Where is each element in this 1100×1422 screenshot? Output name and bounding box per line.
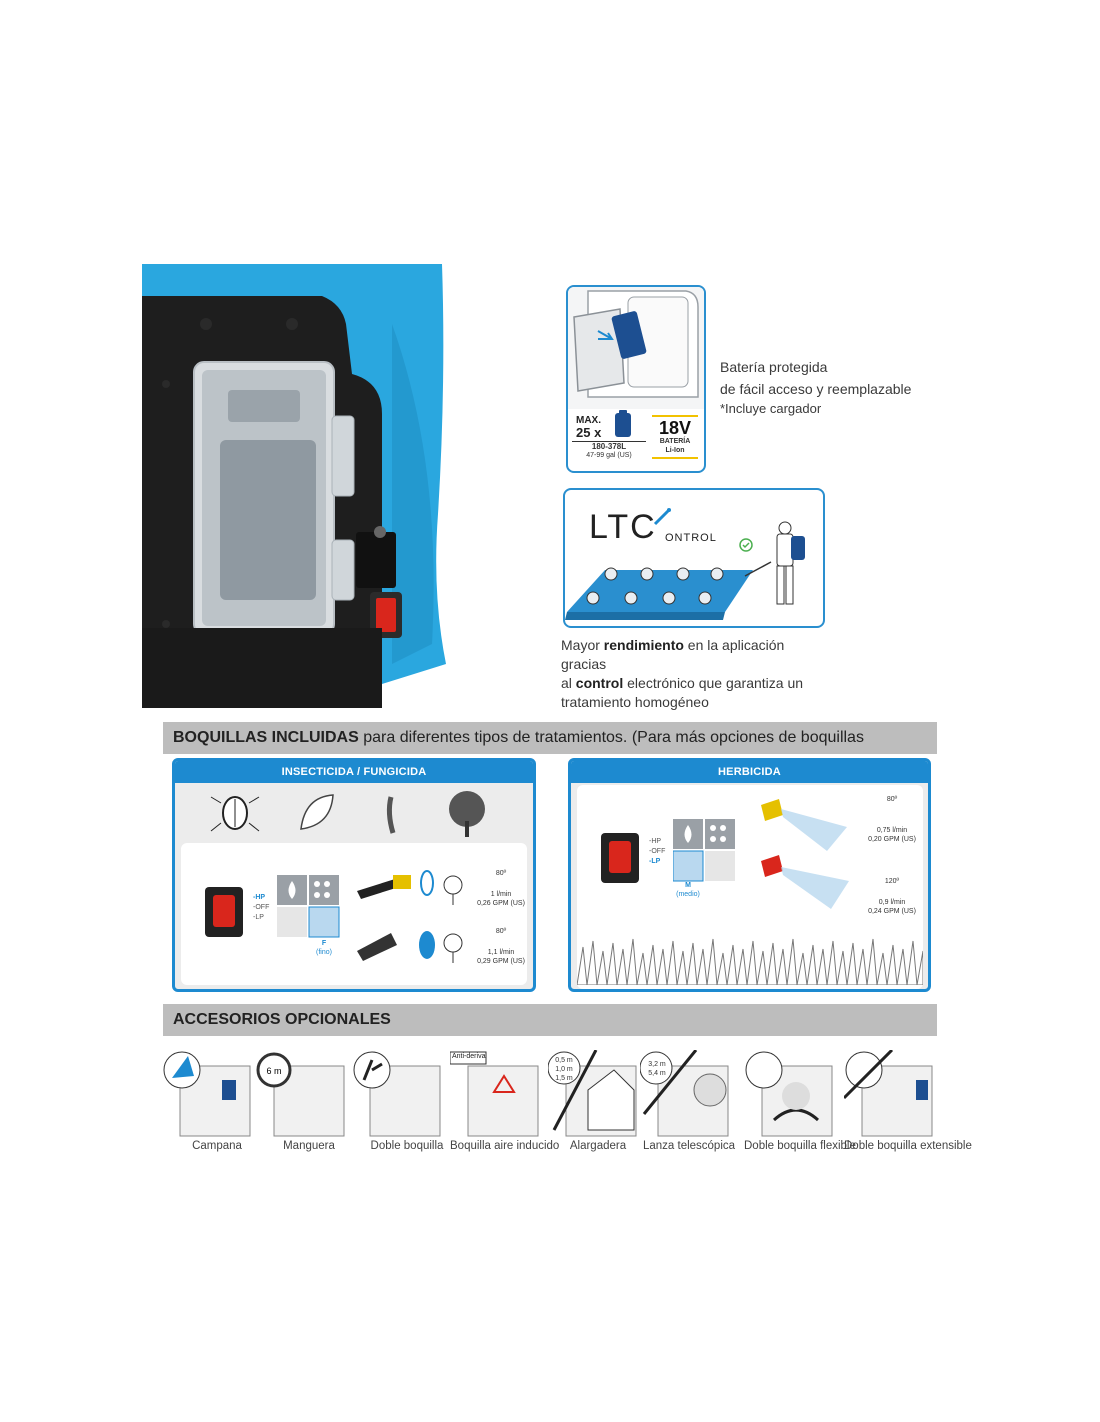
- herb-spec-2: 120º 0,9 l/min 0,24 GPM (US): [861, 877, 923, 916]
- battery-line-1: Batería protegida: [720, 359, 828, 375]
- accessory-doble-boquilla-flexible: [744, 1050, 842, 1140]
- accessory-doble-boquilla: [352, 1050, 450, 1140]
- herbicide-panel: HERBICIDA -HP -OFF -LP M (medio) 80º 0,7…: [568, 758, 931, 992]
- accessory-doble-boquilla-extensible: [842, 1048, 942, 1140]
- power-switch: [601, 833, 639, 883]
- battery-voltage: 18V: [658, 418, 692, 438]
- larva-icon: [386, 796, 396, 834]
- nozzle-illustrations: [357, 870, 463, 963]
- herb-spec-1: 80º 0,75 l/min 0,20 GPM (US): [861, 795, 923, 844]
- telescopic-length-0: 3,2 m: [648, 1061, 666, 1068]
- accessory-lanza-telescopica: 3,2 m 5,4 m: [639, 1049, 738, 1140]
- ltc-logo-sub: ONTROL: [665, 532, 717, 544]
- accessory-label-0: Campana: [192, 1140, 242, 1152]
- battery-note: *Incluye cargador: [720, 401, 822, 416]
- accessories-section-header: ACCESORIOS OPCIONALES: [163, 1004, 937, 1036]
- beetle-icon: [210, 796, 260, 832]
- switch-hp-label: HP: [255, 894, 266, 901]
- battery-multiplier: 25 x: [576, 425, 602, 440]
- ltc-control-card: LTC ONTROL: [563, 488, 825, 628]
- leaf-icon: [300, 794, 334, 830]
- herb-spec-2-angle: 120º: [884, 878, 900, 885]
- gauge-needle-icon: [653, 508, 671, 526]
- accessory-label-2: Doble boquilla: [370, 1140, 444, 1152]
- check-icon: [739, 538, 753, 552]
- battery-capacity-gallons: 47-99 gal (US): [586, 452, 632, 459]
- battery-type-1: BATERÍA: [659, 438, 691, 445]
- accessory-campana: [162, 1050, 260, 1140]
- size-name: (fino): [316, 949, 332, 956]
- droplet-size-grid: [673, 819, 735, 882]
- tree-icon: [449, 791, 485, 837]
- spec-1: 80º 1 l/min 0,26 GPM (US): [471, 869, 531, 908]
- backpack-sprayer-icon: [615, 410, 631, 437]
- accessory-label-6: Doble boquilla flexible: [744, 1140, 856, 1152]
- battery-capacity-liters: 180-378L: [591, 442, 627, 451]
- herb-spec-1-angle: 80º: [886, 796, 898, 803]
- ltc-text-1: Mayor: [561, 637, 604, 653]
- pest-icons-row: [210, 791, 485, 837]
- fan-nozzle-illustrations: [761, 799, 849, 909]
- insecticide-header: INSECTICIDA / FUNGICIDA: [175, 761, 533, 783]
- droplet-size-grid: [277, 875, 340, 938]
- accessory-label-1: Manguera: [283, 1140, 335, 1152]
- accessory-alargadera: 0,5 m 1,0 m 1,5 m: [547, 1049, 646, 1140]
- spec-1-angle: 80º: [495, 870, 507, 877]
- accessories-title: ACCESORIOS OPCIONALES: [173, 1011, 391, 1028]
- accessory-label-7: Doble boquilla extensible: [844, 1140, 972, 1152]
- spec-2-flow-gpm: 0,29 GPM (US): [477, 958, 525, 965]
- size-code: M: [685, 882, 691, 889]
- nozzles-title-bold: BOQUILLAS INCLUIDAS: [173, 729, 359, 746]
- anti-drift-label: Anti-deriva: [452, 1053, 486, 1060]
- spec-2-flow-lmin: 1,1 l/min: [487, 949, 515, 956]
- battery-type-2: Li-Ion: [665, 447, 685, 454]
- telescopic-length-1: 5,4 m: [648, 1070, 666, 1077]
- accessory-manguera: 6 m: [256, 1050, 354, 1140]
- accessory-label-4: Alargadera: [569, 1140, 627, 1152]
- ltc-description: Mayor rendimiento en la aplicación graci…: [561, 636, 831, 712]
- spec-2-angle: 80º: [495, 928, 507, 935]
- accessory-label-3: Boquilla aire inducido: [450, 1140, 560, 1152]
- insecticide-panel: INSECTICIDA / FUNGICIDA -HP -OFF -LP F (…: [172, 758, 536, 992]
- extension-length-0: 0,5 m: [555, 1057, 573, 1064]
- spec-1-flow-lmin: 1 l/min: [490, 891, 512, 898]
- extension-length-1: 1,0 m: [555, 1066, 573, 1073]
- accessory-label-5: Lanza telescópica: [642, 1140, 736, 1152]
- hose-length: 6 m: [266, 1066, 281, 1076]
- accessory-boquilla-aire-inducido: Anti-deriva: [449, 1050, 548, 1140]
- battery-description: Batería protegida de fácil acceso y reem…: [720, 356, 940, 418]
- crop-row-illustration: [565, 561, 772, 620]
- herb-spec-2-flow-gpm: 0,24 GPM (US): [868, 908, 916, 915]
- battery-card: MAX. 25 x 180-378L 47-99 gal (US) 18V BA…: [566, 285, 706, 473]
- ltc-text-5: tratamiento homogéneo: [561, 694, 709, 710]
- battery-max-label: MAX.: [576, 415, 601, 426]
- grass-illustration: [577, 938, 923, 985]
- ltc-text-3: al: [561, 675, 576, 691]
- herb-spec-1-flow-gpm: 0,20 GPM (US): [868, 836, 916, 843]
- switch-off-label: OFF: [255, 904, 270, 911]
- size-name: (medio): [676, 891, 700, 898]
- ltc-text-bold-1: rendimiento: [603, 637, 684, 653]
- ltc-text-4: electrónico que garantiza un: [623, 675, 804, 691]
- ltc-logo-main: LTC: [589, 508, 657, 546]
- spec-2: 80º 1,1 l/min 0,29 GPM (US): [471, 927, 531, 966]
- switch-hp-label: HP: [651, 838, 662, 845]
- size-code: F: [321, 940, 327, 947]
- sprayer-battery-photo: [142, 264, 446, 708]
- spec-1-flow-gpm: 0,26 GPM (US): [477, 900, 525, 907]
- switch-lp-label: LP: [255, 914, 264, 921]
- ltc-text-bold-2: control: [575, 675, 624, 691]
- battery-line-2: de fácil acceso y reemplazable: [720, 381, 912, 397]
- switch-off-label: OFF: [651, 848, 666, 855]
- power-switch: [205, 887, 243, 937]
- switch-lp-label: LP: [651, 858, 661, 865]
- herbicide-header: HERBICIDA: [571, 761, 928, 783]
- ltc-text-2: en la aplicación gracias: [561, 637, 785, 672]
- nozzles-section-header: BOQUILLAS INCLUIDAS para diferentes tipo…: [163, 722, 937, 778]
- herb-spec-1-flow-lmin: 0,75 l/min: [876, 827, 908, 834]
- extension-length-2: 1,5 m: [555, 1075, 573, 1082]
- herb-spec-2-flow-lmin: 0,9 l/min: [878, 899, 906, 906]
- operator-figure: [776, 521, 805, 605]
